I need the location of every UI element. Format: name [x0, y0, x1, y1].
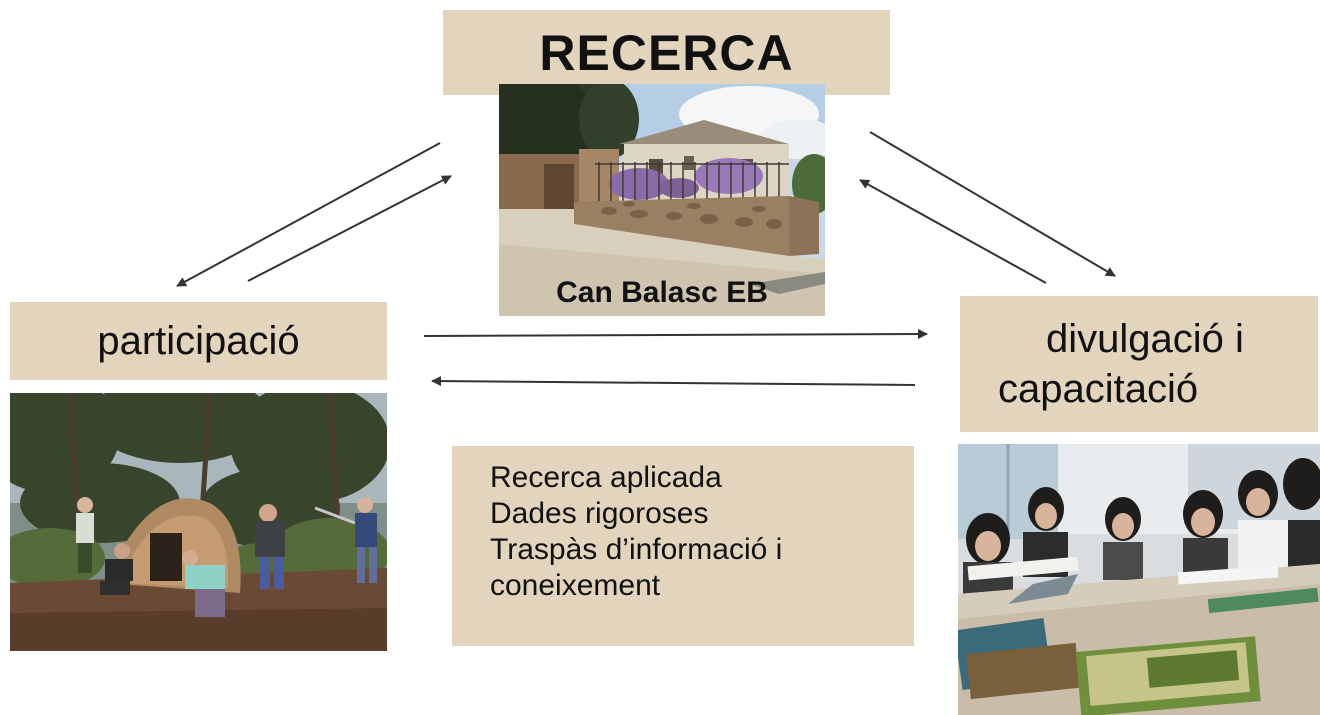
- arrow-recerca-to-divulgacio: [869, 131, 1116, 277]
- participacio-label: participació: [97, 318, 300, 363]
- title-box: RECERCA: [443, 10, 890, 95]
- volunteers-illustration: [10, 393, 387, 651]
- benefit-item: Dades rigoroses: [490, 497, 709, 530]
- diagram-title: RECERCA: [539, 24, 794, 81]
- arrow-participacio-to-divulgacio: [423, 329, 928, 340]
- divulgacio-box: divulgació i capacitació: [960, 296, 1318, 432]
- benefit-item: Recerca aplicada: [490, 461, 722, 494]
- benefits-box: Recerca aplicada Dades rigoroses Traspàs…: [452, 446, 914, 646]
- arrow-divulgacio-to-recerca: [859, 179, 1047, 284]
- benefit-item: Traspàs d’informació i: [490, 533, 783, 566]
- divulgacio-label-line2: capacitació: [998, 367, 1199, 411]
- workshop-illustration: [958, 444, 1320, 715]
- benefit-item: coneixement: [490, 569, 661, 602]
- arrow-divulgacio-to-participacio: [431, 376, 916, 387]
- participacio-box: participació: [10, 302, 387, 380]
- arrow-participacio-to-recerca: [247, 175, 452, 282]
- workshop-photo: [958, 444, 1320, 715]
- participation-photo: [10, 393, 387, 651]
- divulgacio-label-line1: divulgació i: [1046, 317, 1244, 361]
- arrow-recerca-to-participacio: [176, 142, 441, 287]
- can-balasc-caption: Can Balasc EB: [556, 276, 768, 309]
- can-balasc-photo: Can Balasc EB: [499, 84, 825, 316]
- can-balasc-illustration: [499, 84, 825, 316]
